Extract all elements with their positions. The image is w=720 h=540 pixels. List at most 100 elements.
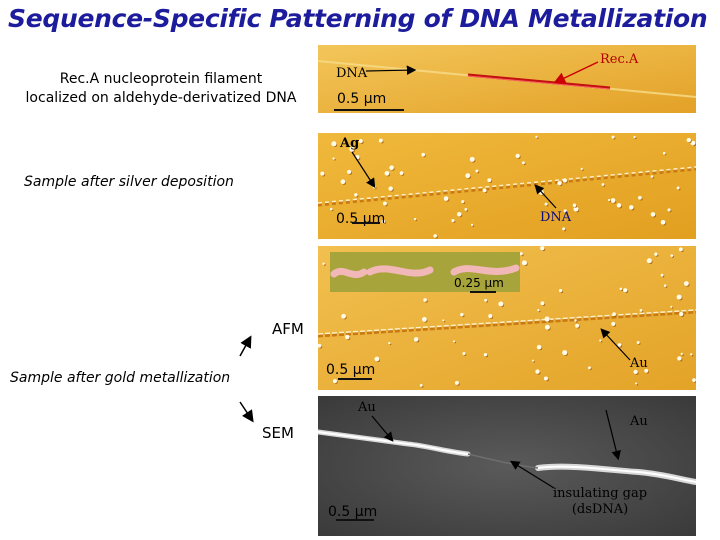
panel4-au-left-label: Au: [358, 400, 376, 415]
particle: [679, 311, 684, 317]
particle: [601, 183, 605, 186]
panel2-dna-label: DNA: [540, 210, 572, 225]
particle: [421, 152, 426, 157]
particle: [677, 356, 682, 361]
particle: [543, 376, 548, 381]
silver-afm-panel: [318, 133, 696, 239]
particle: [378, 138, 383, 143]
panel4-au-right-label: Au: [630, 414, 648, 429]
particle: [654, 252, 658, 256]
particle: [433, 234, 437, 238]
particle: [650, 212, 656, 217]
particle: [562, 178, 567, 183]
particle: [662, 151, 666, 155]
particle-shadow: [443, 320, 446, 323]
particle: [515, 153, 520, 159]
particle: [421, 316, 427, 322]
sem-arrow: [239, 401, 254, 423]
particle: [646, 258, 652, 264]
particle: [345, 334, 350, 340]
panel1-scale-label: 0.5 µm: [337, 91, 387, 107]
particle: [544, 324, 550, 330]
particle: [650, 175, 654, 178]
particle: [670, 254, 674, 257]
particle: [382, 201, 387, 206]
reca-caption: Rec.A nucleoprotein filament localized o…: [6, 70, 316, 108]
particle: [623, 288, 628, 293]
particle: [660, 273, 664, 277]
particle: [635, 382, 638, 385]
particle: [607, 198, 611, 202]
particle: [340, 179, 346, 185]
particle: [670, 305, 673, 308]
panel3-scale-label: 0.5 µm: [326, 362, 376, 378]
particle: [498, 301, 504, 307]
silver-afm-image: [318, 133, 696, 239]
particle: [616, 203, 622, 208]
insulating-gap-line2: (dsDNA): [571, 502, 629, 517]
particle: [536, 344, 542, 350]
particle: [575, 323, 580, 328]
particle: [540, 301, 545, 306]
particle: [678, 247, 683, 252]
gold-caption: Sample after gold metallization: [10, 370, 231, 386]
particle: [320, 171, 325, 176]
particle: [347, 169, 352, 174]
particle: [663, 284, 667, 287]
particle: [358, 138, 363, 144]
inset-scale-label: 0.25 µm: [454, 276, 504, 290]
particle-shadow: [636, 383, 639, 386]
particle: [487, 178, 492, 183]
particle: [557, 181, 562, 186]
panel2-scale-label: 0.5 µm: [336, 211, 386, 227]
particle: [442, 319, 445, 322]
reca-caption-line1: Rec.A nucleoprotein filament: [59, 71, 263, 87]
particle: [399, 171, 404, 175]
inset-scale-bar: [470, 291, 496, 293]
particle: [537, 309, 540, 312]
gold-afm-inset-image: [330, 252, 520, 292]
particle: [611, 135, 615, 139]
particle: [488, 314, 493, 319]
particle: [322, 262, 325, 265]
particle: [690, 140, 696, 146]
particle: [388, 186, 393, 191]
particle: [544, 202, 548, 206]
particle: [469, 156, 475, 162]
gold-afm-inset: [330, 252, 520, 292]
particle: [482, 188, 487, 193]
reca-afm-panel: [318, 45, 696, 113]
particle: [599, 339, 602, 342]
particle: [355, 154, 360, 160]
reca-afm-image: [318, 45, 696, 113]
particle: [639, 308, 643, 312]
particle: [519, 252, 523, 256]
particle: [638, 195, 642, 200]
particle: [419, 383, 423, 387]
particle: [628, 205, 634, 210]
particle: [483, 353, 488, 357]
particle: [388, 342, 391, 345]
particle: [633, 369, 638, 375]
particle: [451, 219, 455, 223]
particle: [660, 219, 666, 225]
particle: [692, 378, 696, 382]
particle: [612, 312, 616, 316]
sem-label: SEM: [262, 424, 294, 442]
particle: [456, 211, 462, 217]
particle: [413, 217, 417, 221]
particle-shadow: [671, 307, 674, 309]
particle: [633, 135, 636, 139]
particle: [676, 294, 682, 300]
particle: [453, 340, 456, 343]
particle: [540, 246, 545, 251]
particle: [464, 207, 468, 211]
panel1-reca-label: Rec.A: [600, 52, 639, 67]
particle: [484, 298, 488, 302]
particle: [531, 359, 534, 362]
particle: [611, 321, 616, 326]
panel1-scale-bar: [334, 109, 404, 111]
particle-shadow: [533, 361, 535, 363]
particle: [443, 196, 449, 201]
particle: [332, 157, 335, 160]
